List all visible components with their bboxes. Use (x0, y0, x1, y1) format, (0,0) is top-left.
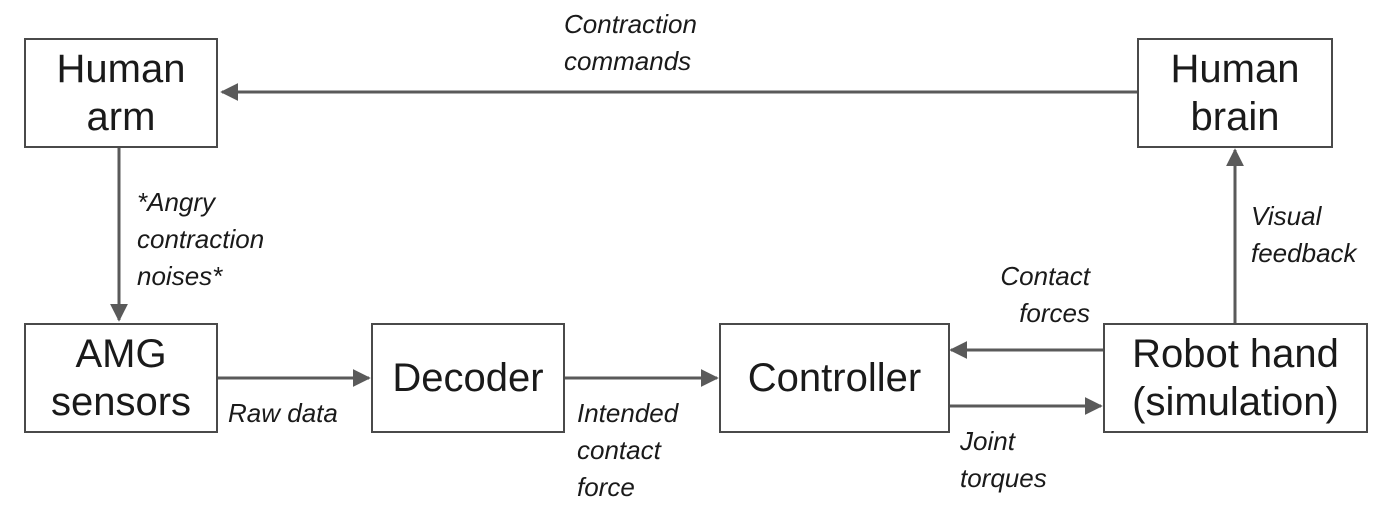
node-amg-sensors-label: AMG sensors (50, 332, 192, 424)
node-robot-hand: Robot hand (simulation) (1103, 323, 1368, 433)
node-decoder: Decoder (371, 323, 565, 433)
node-robot-hand-label: Robot hand (simulation) (1132, 332, 1339, 424)
label-joint-torques: Joint torques (960, 426, 1047, 493)
label-raw-data: Raw data (228, 398, 338, 428)
node-human-arm: Human arm (24, 38, 218, 148)
node-controller: Controller (719, 323, 950, 433)
label-intended-contact-force: Intended contact force (577, 398, 679, 502)
node-human-arm-label: Human arm (56, 47, 186, 139)
node-amg-sensors: AMG sensors (24, 323, 218, 433)
label-angry-contraction-noises: *Angry contraction noises* (137, 187, 265, 291)
label-contact-forces: Contact forces (1000, 261, 1090, 328)
node-decoder-label: Decoder (392, 356, 544, 400)
label-contraction-commands: Contraction commands (564, 9, 697, 76)
node-controller-label: Controller (747, 356, 922, 400)
node-human-brain-label: Human brain (1170, 47, 1300, 139)
node-human-brain: Human brain (1137, 38, 1333, 148)
label-visual-feedback: Visual feedback (1251, 201, 1357, 268)
